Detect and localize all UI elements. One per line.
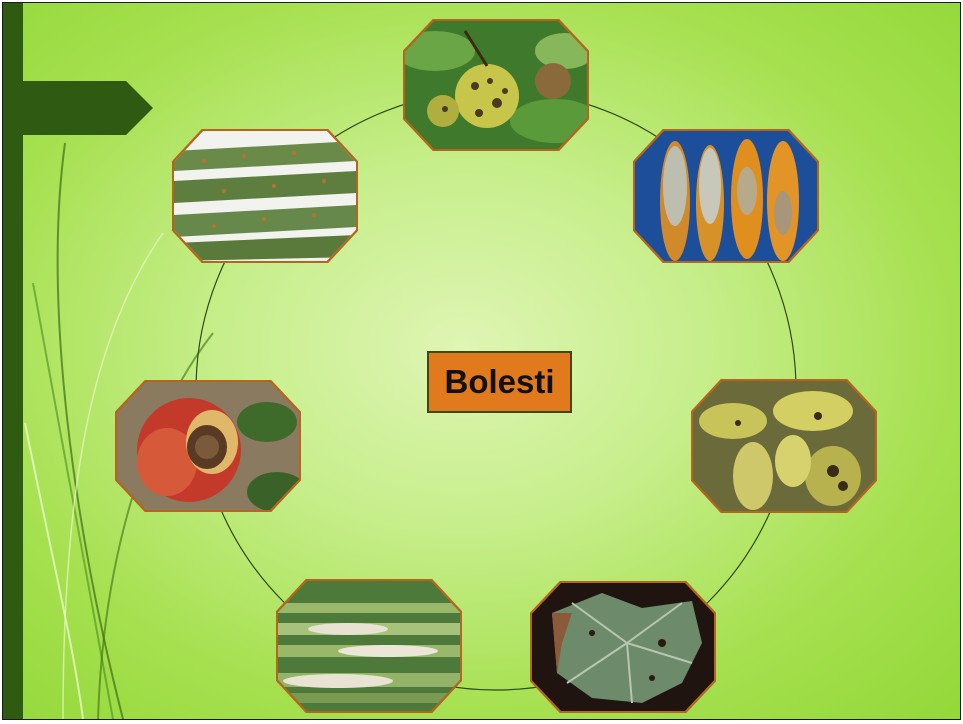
apple-rot-photo <box>115 380 301 512</box>
title-box: Bolesti <box>427 351 572 413</box>
leaf-spot-blades-photo <box>172 129 358 263</box>
grape-leaf-spot-photo <box>530 581 716 713</box>
corn-ear-rot-photo <box>633 129 819 263</box>
title-text: Bolesti <box>444 363 554 401</box>
apple-scab-fruit-photo <box>403 19 589 151</box>
potato-leaf-blight-photo <box>691 379 877 513</box>
stem-lesion-photo <box>276 579 462 713</box>
